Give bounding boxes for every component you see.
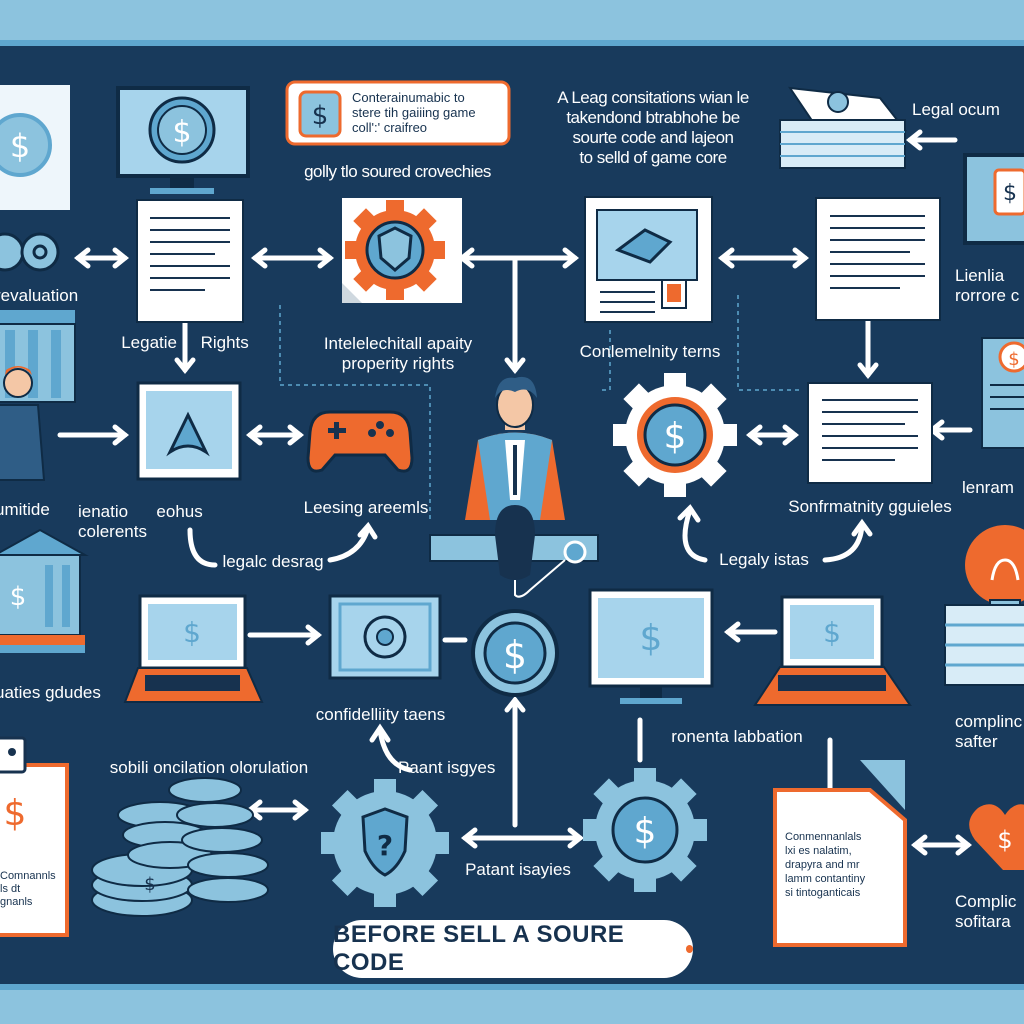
gamepad-icon — [306, 410, 414, 473]
monitor-dollar-mid: $ — [588, 588, 714, 704]
laptop-right: $ — [753, 595, 912, 706]
label-legal-documents: Legal ocum — [912, 100, 1000, 119]
label-solution-circulation: sobili oncilation olorulation — [109, 758, 309, 777]
price-tag-text: Comnannls ls dt gnanls — [0, 870, 56, 908]
document-top-left: $ — [0, 85, 70, 210]
gear-dollar-bottom: $ — [583, 768, 707, 892]
document-note-text: Conmennanlals lxi es nalatim, drapyra an… — [785, 831, 866, 899]
label-legal-issues: Legaly istas — [719, 550, 809, 569]
dashed-links — [279, 295, 800, 520]
document-rights — [136, 199, 244, 323]
footer-title: BEFORE SELL A SOURE CODE — [333, 921, 625, 976]
document-shield-card — [584, 196, 713, 323]
svg-text:$: $ — [144, 874, 155, 895]
coin-stacks: $ — [91, 777, 269, 917]
label-ip-rights: Intelelechitall apaity properity rights — [323, 334, 473, 373]
monitor-nose-card — [136, 381, 242, 481]
label-compliance-bottom: Complic sofitara — [955, 892, 1017, 931]
courthouse-left — [0, 310, 76, 403]
callout-note-top: Conterainumabic to stere tih gaiiing gam… — [352, 90, 476, 135]
monitor-top-right: $ — [963, 153, 1024, 245]
label-ronenta-labbation: ronenta labbation — [671, 727, 803, 746]
link-icon-left — [0, 232, 60, 272]
label-legal-rights: Legatie Rights — [121, 333, 249, 352]
label-lenramn: lenram — [962, 478, 1014, 497]
center-dollar-coin: $ — [471, 609, 559, 697]
svg-text:$: $ — [4, 793, 27, 834]
laptop-left: $ — [123, 594, 264, 703]
label-conformity-terms: Conlemelnity terns — [579, 342, 721, 361]
label-legal-drawing: legalc desrag — [222, 552, 324, 571]
money-stack-top-right — [779, 86, 908, 169]
footer-title-button[interactable]: BEFORE SELL A SOURE CODE — [333, 920, 693, 978]
lightbulb-money — [944, 525, 1024, 686]
speaker-figure — [429, 376, 599, 598]
svg-text:$: $ — [823, 616, 841, 649]
svg-text:$: $ — [997, 826, 1012, 854]
callout-card-top: $ — [285, 80, 511, 146]
certificate-right: $ — [981, 337, 1024, 449]
svg-text:$: $ — [1008, 349, 1019, 370]
label-patent-issues-top: Paant isgyes — [398, 758, 496, 777]
svg-text:$: $ — [640, 618, 663, 659]
vault-gear-card — [328, 594, 442, 680]
document-guides — [807, 382, 933, 484]
monitor-dollar-top: $ — [116, 86, 250, 194]
label-revaluation: revaluation — [0, 286, 79, 305]
legal-consultation-note: A Leag consitations wian le takendond bt… — [557, 88, 749, 167]
heart-dollar: $ — [969, 804, 1024, 870]
svg-text:$: $ — [10, 127, 30, 165]
ip-gear-document — [342, 198, 462, 303]
price-tag: $ — [0, 736, 69, 937]
label-licensing-right: Lienlia rorrore c — [955, 266, 1020, 305]
document-terms — [815, 197, 941, 321]
svg-text:$: $ — [10, 582, 27, 612]
svg-text:$: $ — [183, 616, 201, 649]
label-confidentiality-terms: confidelliity taens — [315, 705, 446, 724]
label-leasing-agreements: Leesing areemls — [303, 498, 429, 517]
label-conformity-guides: Sonfrmatnity gguieles — [788, 497, 952, 516]
gear-shield-question: ? — [321, 779, 449, 907]
svg-text:$: $ — [634, 811, 657, 852]
gear-dollar-mid: $ — [613, 373, 737, 497]
label-utilities-guides: uaties gdudes — [0, 683, 101, 702]
label-compliance-top: complinc safter — [955, 712, 1023, 751]
svg-text:$: $ — [1003, 181, 1017, 206]
svg-text:$: $ — [312, 101, 329, 131]
footer-dot-icon — [685, 945, 693, 953]
label-unitide: umitide — [0, 500, 50, 519]
judge-figure — [0, 366, 46, 481]
svg-text:?: ? — [377, 829, 393, 862]
bank-building: $ — [0, 528, 89, 653]
svg-text:$: $ — [172, 115, 191, 150]
label-patent-issues-bottom: Patant isayies — [465, 860, 571, 879]
svg-text:$: $ — [503, 633, 527, 677]
label-identity-colorants: ienatio eohus colerents — [78, 502, 203, 541]
document-note-bottom — [773, 760, 907, 947]
callout-caption: golly tlo soured crovechies — [304, 162, 491, 181]
svg-text:$: $ — [664, 416, 687, 457]
